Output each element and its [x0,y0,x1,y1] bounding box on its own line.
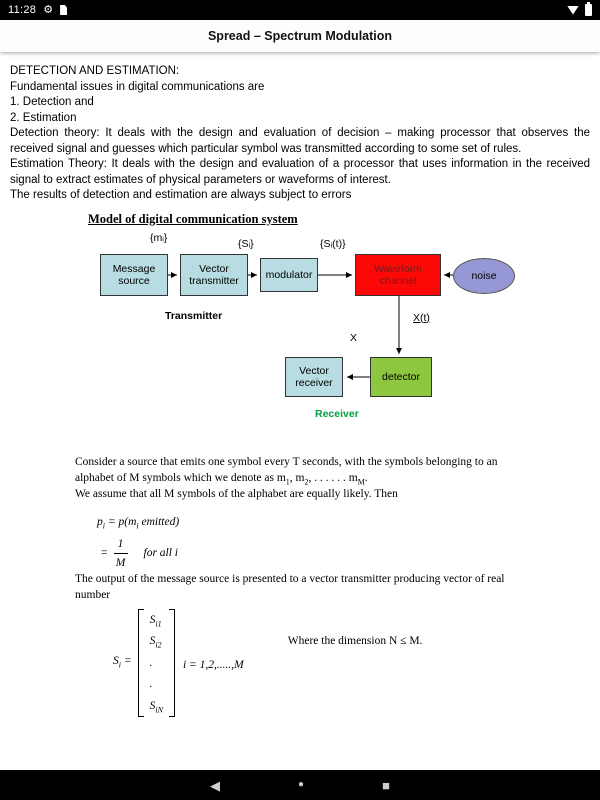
math-text: emitted) [138,515,180,528]
vector-lhs: Si = [113,653,132,669]
home-button[interactable]: ● [290,778,312,792]
subscript: iN [155,704,163,714]
math-paragraph-3: The output of the message source is pres… [75,572,505,601]
column-vector: Si1 Si2 . . SiN [137,608,175,717]
equation-fraction: = 1 M for all i [101,536,527,571]
math-text: . [364,471,368,484]
modulator-box: modulator [260,257,318,292]
left-bracket [137,608,144,717]
fraction-numerator: 1 [117,537,124,550]
math-text: , . . . . . . m [308,471,358,484]
math-text: . [149,678,153,690]
transmitter-label: Transmitter [165,309,223,322]
math-section: Consider a source that emits one symbol … [75,454,527,717]
paragraph: Fundamental issues in digital communicat… [10,80,265,93]
subscript: i1 [155,618,162,628]
android-nav-bar: ◀ ● ■ [0,770,600,800]
vector-transmitter-box: Vector transmitter [180,253,248,296]
page-title: Spread – Spectrum Modulation [207,29,393,43]
signal-label-st: {Sᵢ(t)} [320,237,346,250]
math-text: = p(m [104,515,137,528]
x-label: X [350,331,358,344]
subscript: 1 [285,476,290,486]
wifi-icon [567,5,579,15]
paragraph: The results of detection and estimation … [10,189,352,201]
status-bar-left: 11:28 ⚙ [8,3,68,16]
diagram-title: Model of digital communication system [88,211,298,226]
subscript: i2 [155,640,162,650]
math-text: S [149,635,156,647]
vector-entry: . [150,677,163,691]
paragraph: 2. Estimation [10,111,77,124]
equation-probability: pi = p(mi emitted) [97,514,527,530]
status-bar-right [567,2,592,16]
xt-label: X(t) [413,311,430,324]
vector-entries: Si1 Si2 . . SiN [144,609,169,717]
battery-icon [585,2,592,16]
paragraph: Detection theory: It deals with the desi… [10,127,590,155]
gear-icon: ⚙ [43,3,54,16]
diagram-arrows [168,271,453,380]
vector-equation: Si = Si1 Si2 . . SiN i = 1,2,.....,M Whe… [113,608,527,717]
recents-button[interactable]: ■ [374,777,398,794]
subscript: i [136,520,139,530]
math-text: S [149,613,156,626]
vector-entry: . [150,656,163,670]
vector-entry: SiN [149,699,163,714]
equals-sign: = [101,547,108,559]
status-bar: 11:28 ⚙ [0,0,600,20]
math-text: Consider a source that emits one symbol … [75,455,498,484]
vector-receiver-box: Vector receiver [285,356,343,397]
waveform-channel-box: Waveform channel [355,253,441,296]
message-source-box: Message source [100,253,168,296]
math-text: , m [289,471,305,484]
vector-entry: Si2 [149,634,163,650]
status-time: 11:28 [8,4,37,16]
math-text: S [113,654,119,667]
subscript: i [102,520,105,530]
math-paragraph-1: Consider a source that emits one symbol … [75,454,527,486]
receiver-label: Receiver [315,407,359,420]
math-paragraph-2: We assume that all M symbols of the alph… [75,487,398,500]
paragraph: 1. Detection and [10,96,94,108]
detector-box: detector [370,356,432,397]
paragraph: DETECTION AND ESTIMATION: [10,65,180,77]
signal-label-m: {mᵢ} [150,231,168,244]
file-icon [60,5,68,15]
signal-label-s: {Sᵢ} [238,237,254,250]
block-diagram: Model of digital communication system {m… [10,212,590,434]
subscript: M [357,476,365,486]
app-bar: Spread – Spectrum Modulation [0,20,600,52]
math-text: p [97,515,103,528]
fraction-denominator: M [115,556,126,569]
paragraph: Estimation Theory: It deals with the des… [10,158,590,186]
vector-index-range: i = 1,2,.....,M [182,658,244,671]
noise-ellipse: noise [453,257,515,294]
document-scroll-area[interactable]: DETECTION AND ESTIMATION: Fundamental is… [0,52,600,770]
fraction-bar [113,552,128,554]
fraction: 1 M [113,536,128,571]
subscript: 2 [304,476,309,486]
dimension-note: Where the dimension N ≤ M. [287,634,423,647]
subscript: i [118,659,121,669]
back-button[interactable]: ◀ [202,777,228,794]
math-text: S [149,699,156,712]
vector-entry: Si1 [149,613,163,628]
right-bracket [168,608,175,717]
forall-text: for all i [143,547,179,559]
math-text: = [120,654,132,667]
math-text: . [149,656,153,669]
